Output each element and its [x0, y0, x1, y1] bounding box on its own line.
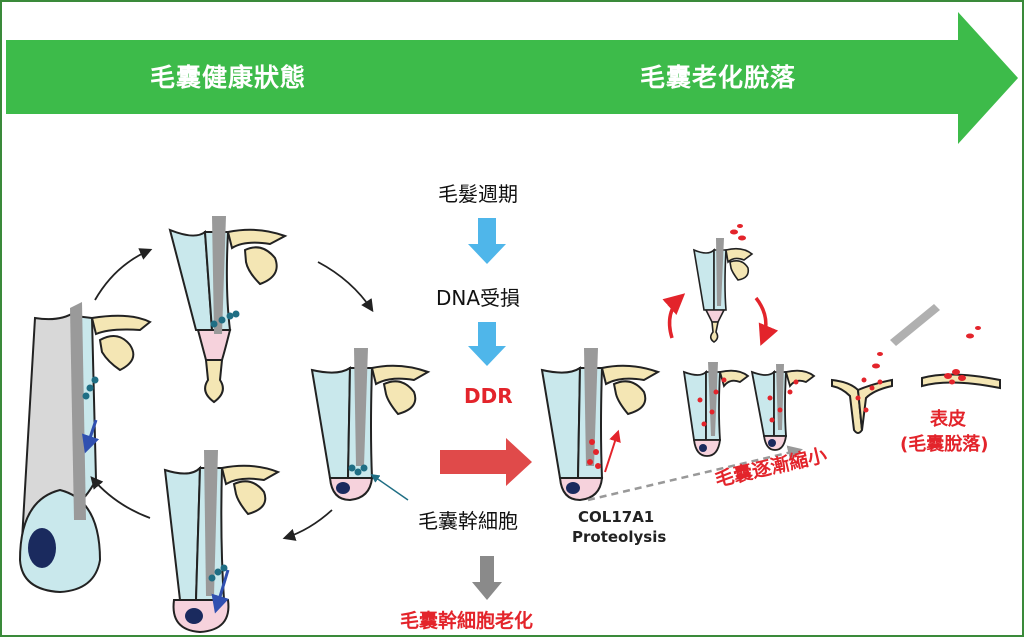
follicle-shrinking-1 — [682, 362, 750, 457]
cycle-arrow-4 — [90, 476, 151, 519]
flow-arrow-blue-2 — [468, 322, 506, 366]
proteolysis-label: Proteolysis — [572, 528, 667, 546]
follicle-aging-top — [692, 224, 754, 343]
shrink-progress-arrow — [587, 445, 803, 502]
flow-arrow-red — [440, 438, 532, 486]
follicle-anagen-left — [18, 302, 152, 594]
follicle-telogen-right — [310, 348, 431, 502]
flow-arrow-gray — [472, 556, 502, 600]
follicle-miniaturized — [831, 352, 893, 434]
flow-step-ddr: DDR — [464, 384, 513, 408]
aging-cycle-arrow-left — [662, 293, 686, 339]
aging-cycle-arrow-right — [754, 296, 779, 346]
banner-arrow-shape — [6, 12, 1018, 144]
cycle-arrow-3 — [282, 509, 333, 541]
progression-arrow-banner — [6, 12, 1018, 144]
shed-hair-shaft — [890, 304, 940, 346]
flow-arrow-blue-1 — [468, 218, 506, 264]
flow-step-hair-cycle: 毛髮週期 — [438, 182, 518, 206]
banner-healthy-label: 毛囊健康狀態 — [150, 63, 307, 92]
banner-aging-label: 毛囊老化脫落 — [640, 63, 797, 92]
follicle-shrinking-2 — [750, 364, 816, 451]
flow-step-stem-cell-aging: 毛囊幹細胞老化 — [400, 610, 534, 632]
follicle-catagen-top — [168, 216, 288, 404]
cycle-arrow-2 — [317, 261, 374, 313]
epidermis-label: 表皮 — [930, 409, 966, 430]
flow-step-stem-cell: 毛囊幹細胞 — [418, 509, 518, 533]
flow-step-dna-damage: DNA受損 — [436, 286, 521, 310]
hair-loss-label: (毛囊脫落) — [900, 434, 989, 455]
cycle-arrow-1 — [94, 248, 153, 301]
col17a1-label: COL17A1 — [578, 508, 655, 526]
follicle-early-anagen-bottom — [163, 450, 281, 634]
follicle-aging-stemcell — [540, 348, 661, 502]
epidermis-surface — [921, 326, 1001, 390]
